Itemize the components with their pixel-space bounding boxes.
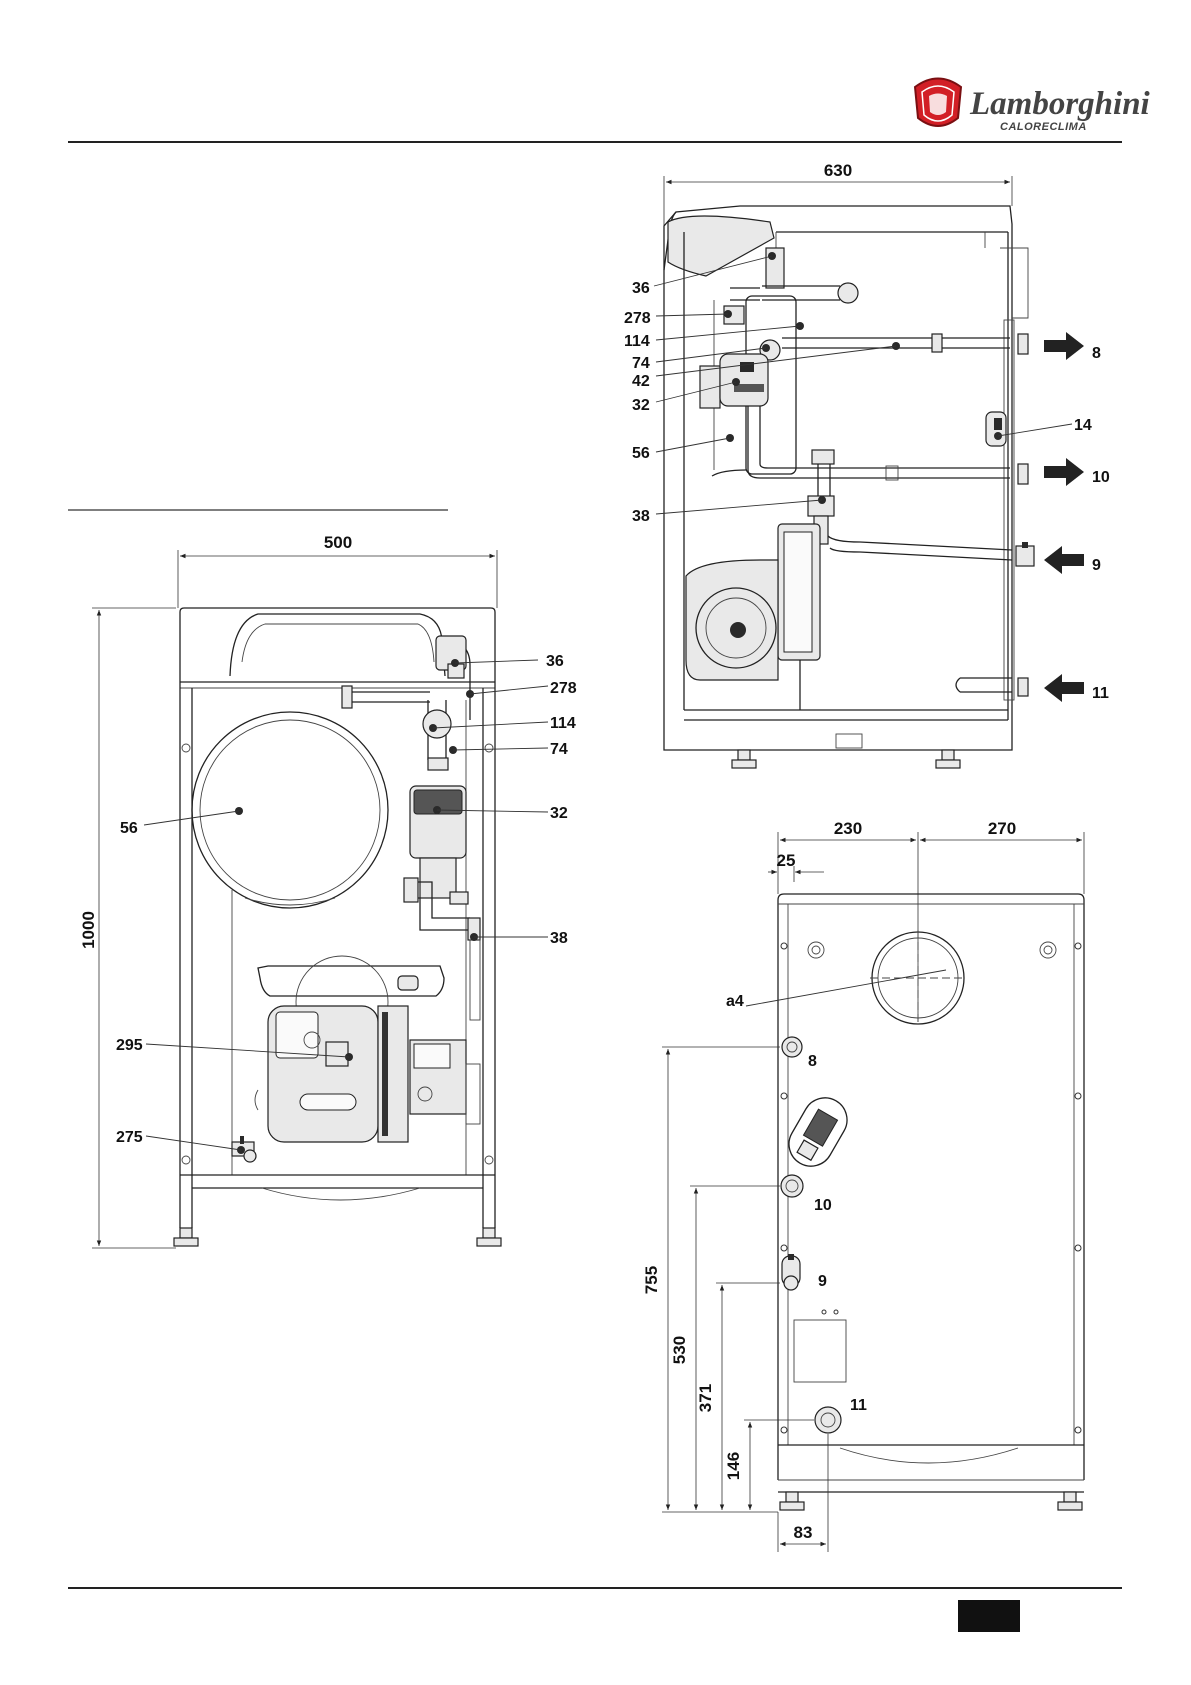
side-label-42: 42: [632, 373, 650, 390]
burner-side: [686, 560, 778, 680]
flow-in-arrow-icon: [1044, 674, 1084, 702]
pipe-fitting: [423, 710, 451, 738]
label-32: 32: [550, 805, 568, 822]
side-label-11: 11: [1092, 685, 1109, 702]
foot-rear-left: [780, 1502, 804, 1510]
access-panel: [794, 1320, 846, 1382]
label-275: 275: [116, 1129, 143, 1146]
side-label-38: 38: [632, 508, 650, 525]
front-view-drawing: 500 1000: [79, 533, 577, 1248]
label-56: 56: [120, 820, 138, 837]
dim-755: 755: [642, 1266, 661, 1294]
side-label-36: 36: [632, 280, 650, 297]
safety-valve-rear: [781, 1090, 855, 1174]
control-panel-hood: [230, 614, 445, 676]
connection-10: [781, 1175, 803, 1197]
foot-side-rear: [936, 760, 960, 768]
dim-270: 270: [988, 819, 1016, 838]
side-label-32: 32: [632, 397, 650, 414]
connection-8: [782, 1037, 802, 1057]
pump-body-side: [720, 354, 768, 406]
dim-width-500: 500: [324, 533, 352, 552]
page-number-tab: [958, 1600, 1020, 1632]
expansion-vessel: [192, 712, 388, 908]
dim-230: 230: [834, 819, 862, 838]
flow-out-arrow-icon: [1044, 332, 1084, 360]
rear-view-drawing: 230 270 25: [642, 819, 1084, 1552]
dim-25: 25: [777, 851, 796, 870]
label-36: 36: [546, 653, 564, 670]
brand-logo: Lamborghini CALORECLIMA: [915, 79, 1151, 134]
foot-rear-right: [1058, 1502, 1082, 1510]
flow-out-arrow-icon: [1044, 458, 1084, 486]
side-label-278: 278: [624, 310, 651, 327]
dim-530: 530: [670, 1336, 689, 1364]
dim-83: 83: [794, 1523, 813, 1542]
rear-label-8: 8: [808, 1053, 817, 1070]
foot-left: [174, 1238, 198, 1246]
label-114: 114: [550, 715, 576, 732]
rear-label-11: 11: [850, 1397, 867, 1414]
label-74: 74: [550, 741, 568, 758]
brand-name: Lamborghini: [969, 86, 1151, 122]
brand-subtitle: CALORECLIMA: [1000, 121, 1087, 133]
label-278: 278: [550, 680, 577, 697]
dim-146: 146: [724, 1452, 743, 1480]
side-label-8: 8: [1092, 345, 1101, 362]
connection-11: [815, 1407, 841, 1433]
dim-height-1000: 1000: [79, 911, 98, 949]
side-label-74: 74: [632, 355, 650, 372]
flow-in-arrow-icon: [1044, 546, 1084, 574]
side-label-14: 14: [1074, 417, 1092, 434]
side-label-10: 10: [1092, 469, 1110, 486]
rear-label-10: 10: [814, 1197, 832, 1214]
label-flue-a4: a4: [726, 993, 744, 1010]
dim-371: 371: [696, 1384, 715, 1412]
side-label-56: 56: [632, 445, 650, 462]
side-view-drawing: 630: [624, 161, 1110, 768]
rear-label-9: 9: [818, 1273, 827, 1290]
label-38: 38: [550, 930, 568, 947]
bull-shield-logo-icon: [915, 79, 961, 127]
foot-side-front: [732, 760, 756, 768]
side-label-9: 9: [1092, 557, 1101, 574]
side-label-114: 114: [624, 333, 650, 350]
dim-depth-630: 630: [824, 161, 852, 180]
foot-right: [477, 1238, 501, 1246]
label-295: 295: [116, 1037, 143, 1054]
